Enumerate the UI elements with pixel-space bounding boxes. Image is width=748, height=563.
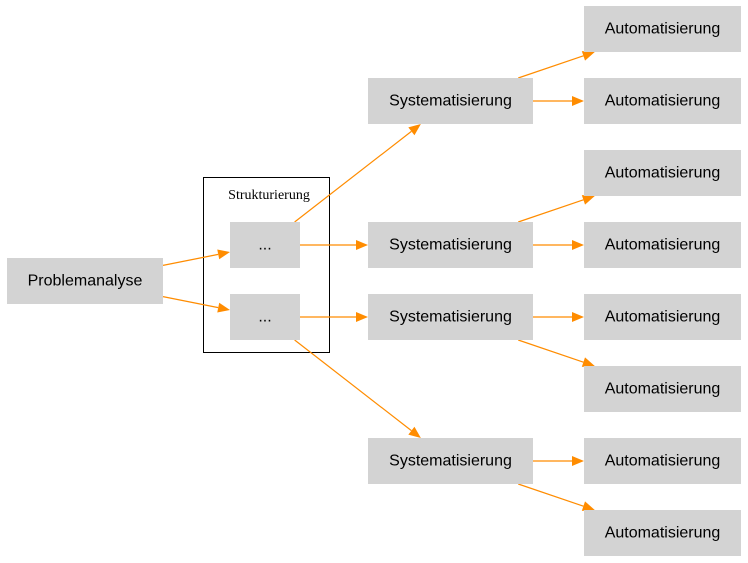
node-box [584, 150, 741, 196]
edge-y3-a6 [518, 339, 595, 367]
node-label: Systematisierung [389, 237, 512, 254]
node-box [368, 78, 533, 124]
edge-s1-y2 [300, 240, 368, 250]
node-a6[interactable]: Automatisierung [584, 366, 741, 412]
edge-y2-a3 [518, 195, 595, 223]
cluster-strukturierung: Strukturierung [203, 177, 330, 353]
edge-line [518, 55, 584, 79]
edge-line [162, 296, 219, 309]
arrowhead-icon [572, 312, 584, 322]
node-label: ... [258, 309, 271, 326]
edge-y1-a1 [518, 51, 595, 79]
node-y3[interactable]: Systematisierung [368, 294, 533, 340]
node-a1[interactable]: Automatisierung [584, 6, 741, 52]
edge-line [294, 130, 412, 223]
node-box [584, 222, 741, 268]
edge-y2-a4 [533, 240, 584, 250]
arrowhead-icon [572, 456, 584, 466]
arrowhead-icon [408, 124, 421, 136]
node-box [368, 438, 533, 484]
arrowhead-icon [408, 426, 421, 438]
node-box [584, 294, 741, 340]
node-label: Automatisierung [605, 525, 721, 542]
node-box [230, 294, 300, 340]
node-label: ... [258, 237, 271, 254]
node-box [368, 222, 533, 268]
node-a8[interactable]: Automatisierung [584, 510, 741, 556]
node-label: Systematisierung [389, 93, 512, 110]
arrowhead-icon [581, 195, 595, 205]
edge-y4-a7 [533, 456, 584, 466]
node-label: Automatisierung [605, 93, 721, 110]
arrowhead-icon [572, 240, 584, 250]
node-s1[interactable]: ... [230, 222, 300, 268]
arrowhead-icon [217, 249, 230, 260]
node-label: Automatisierung [605, 309, 721, 326]
node-label: Automatisierung [605, 165, 721, 182]
edge-s1-y1 [294, 124, 421, 223]
node-label: Automatisierung [605, 237, 721, 254]
node-box [584, 6, 741, 52]
node-y1[interactable]: Systematisierung [368, 78, 533, 124]
node-label: Automatisierung [605, 381, 721, 398]
arrowhead-icon [572, 96, 584, 106]
node-a3[interactable]: Automatisierung [584, 150, 741, 196]
node-box [584, 78, 741, 124]
node-box [584, 366, 741, 412]
arrowhead-icon [217, 302, 230, 313]
node-label: Automatisierung [605, 21, 721, 38]
edge-line [518, 483, 584, 507]
node-box [368, 294, 533, 340]
node-box [584, 438, 741, 484]
edge-s2-y3 [300, 312, 368, 322]
node-a7[interactable]: Automatisierung [584, 438, 741, 484]
node-box [7, 258, 163, 304]
edge-line [162, 253, 219, 266]
edge-y4-a8 [518, 483, 595, 511]
node-a2[interactable]: Automatisierung [584, 78, 741, 124]
edge-line [294, 339, 412, 432]
arrowhead-icon [581, 51, 595, 61]
edge-p-s2 [162, 296, 230, 313]
arrowhead-icon [581, 501, 595, 511]
node-label: Systematisierung [389, 453, 512, 470]
node-box [584, 510, 741, 556]
edge-line [518, 339, 584, 363]
edge-y1-a2 [533, 96, 584, 106]
cluster-border [203, 177, 330, 353]
node-a5[interactable]: Automatisierung [584, 294, 741, 340]
node-label: Problemanalyse [28, 273, 143, 290]
node-s2[interactable]: ... [230, 294, 300, 340]
edge-s2-y4 [294, 339, 421, 438]
edge-p-s1 [162, 249, 230, 266]
node-label: Systematisierung [389, 309, 512, 326]
node-y4[interactable]: Systematisierung [368, 438, 533, 484]
edge-line [518, 199, 584, 223]
node-a4[interactable]: Automatisierung [584, 222, 741, 268]
cluster-label: Strukturierung [228, 188, 310, 203]
arrowhead-icon [356, 240, 368, 250]
node-box [230, 222, 300, 268]
arrowhead-icon [581, 357, 595, 367]
node-label: Automatisierung [605, 453, 721, 470]
edge-y3-a5 [533, 312, 584, 322]
arrowhead-icon [356, 312, 368, 322]
node-p[interactable]: Problemanalyse [7, 258, 163, 304]
node-y2[interactable]: Systematisierung [368, 222, 533, 268]
